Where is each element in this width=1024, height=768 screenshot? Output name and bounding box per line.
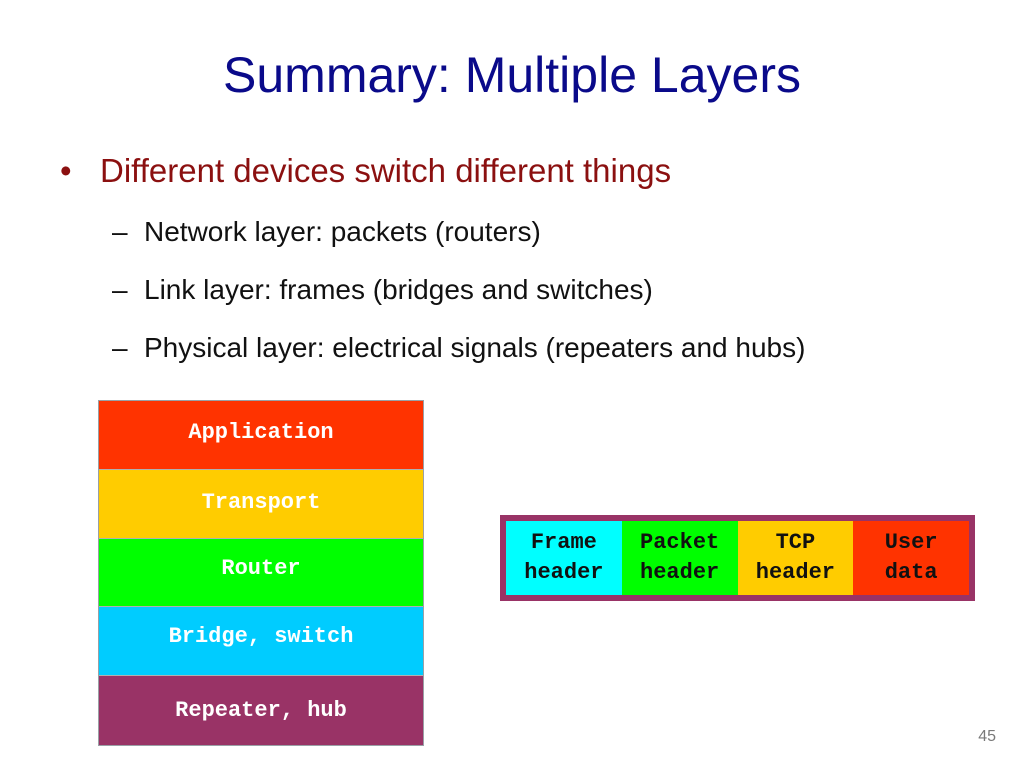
main-bullet-text: Different devices switch different thing… xyxy=(100,152,672,189)
layer-label: Router xyxy=(221,556,301,581)
field-label: Packet xyxy=(640,530,720,555)
sub-bullet-dash: – xyxy=(112,274,128,305)
field-label: TCP xyxy=(775,530,816,555)
sub-bullet-text: Network layer: packets (routers) xyxy=(144,216,541,247)
sub-bullet-link: –Link layer: frames (bridges and switche… xyxy=(112,270,653,310)
sub-bullet-dash: – xyxy=(112,332,128,363)
sub-bullet-text: Link layer: frames (bridges and switches… xyxy=(144,274,653,305)
field-packet-header: Packet header xyxy=(621,521,738,595)
field-label: header xyxy=(755,560,835,585)
field-label: data xyxy=(884,560,938,585)
field-label: header xyxy=(524,560,604,585)
sub-bullet-text: Physical layer: electrical signals (repe… xyxy=(144,332,806,363)
field-label: Frame xyxy=(530,530,597,555)
field-frame-header: Frame header xyxy=(506,521,622,595)
layer-application: Application xyxy=(99,401,423,470)
layer-stack: Application Transport Router Bridge, swi… xyxy=(98,400,424,746)
sub-bullet-network: –Network layer: packets (routers) xyxy=(112,212,541,252)
field-label: header xyxy=(640,560,720,585)
sub-bullet-dash: – xyxy=(112,216,128,247)
page-number: 45 xyxy=(978,728,996,745)
sub-bullet-physical: –Physical layer: electrical signals (rep… xyxy=(112,328,805,368)
layer-transport: Transport xyxy=(99,470,423,539)
layer-label: Repeater, hub xyxy=(175,698,347,723)
slide-title: Summary: Multiple Layers xyxy=(223,47,801,103)
layer-bridge-switch: Bridge, switch xyxy=(99,607,423,676)
layer-router: Router xyxy=(99,539,423,607)
layer-label: Bridge, switch xyxy=(168,624,354,649)
field-tcp-header: TCP header xyxy=(737,521,854,595)
packet-diagram: Frame header Packet header TCP header Us… xyxy=(500,515,975,601)
main-bullet: • Different devices switch different thin… xyxy=(60,148,671,194)
bullet-marker: • xyxy=(60,152,72,189)
layer-repeater-hub: Repeater, hub xyxy=(99,676,423,745)
layer-label: Application xyxy=(188,420,334,445)
layer-label: Transport xyxy=(201,490,321,515)
field-label: User xyxy=(884,530,938,555)
field-user-data: User data xyxy=(853,521,969,595)
